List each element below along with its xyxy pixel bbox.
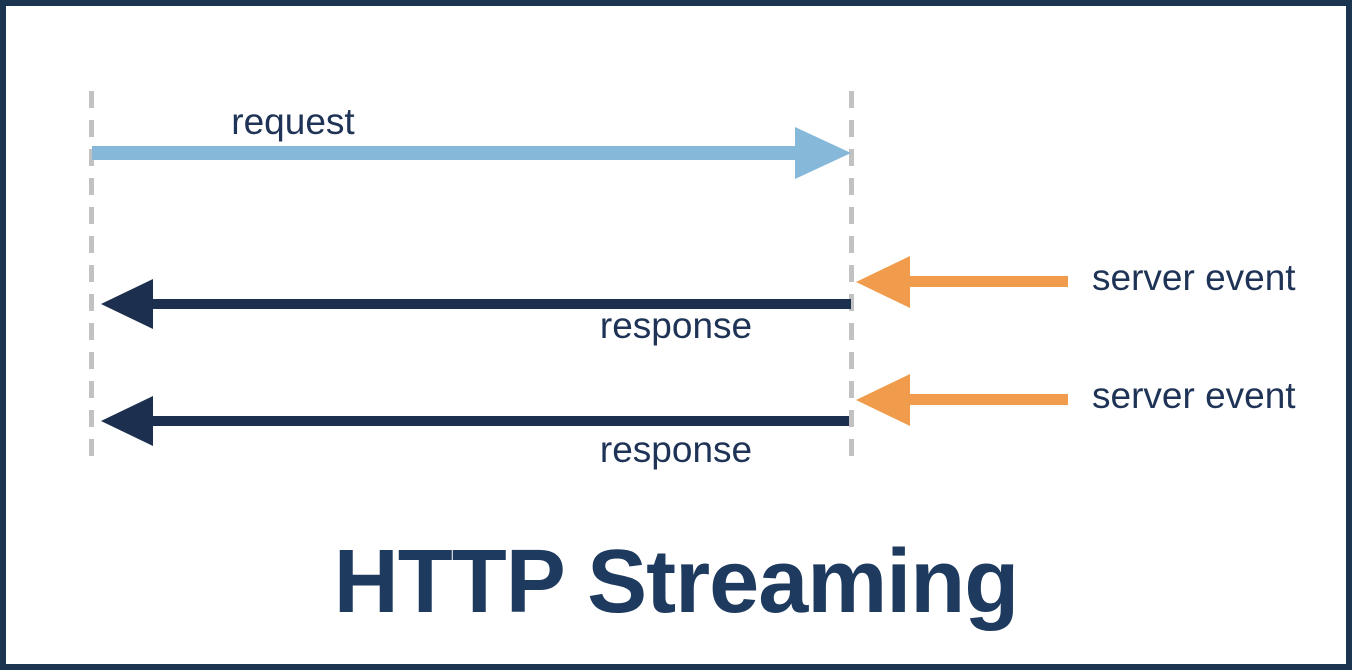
request-label: request	[231, 101, 355, 142]
server-event-label-1: server event	[1092, 257, 1296, 298]
server-event-arrow-shaft	[904, 394, 1068, 405]
server-lifeline	[849, 91, 854, 458]
request-arrow-shaft	[92, 146, 798, 160]
diagram-title: HTTP Streaming	[333, 532, 1019, 632]
response-label-2: response	[599, 429, 753, 470]
client-lifeline	[89, 91, 94, 463]
response-arrow-shaft	[146, 416, 849, 426]
response-arrowhead-icon	[101, 279, 153, 329]
response-label-1: response	[599, 305, 753, 346]
server-event-arrow-shaft	[904, 276, 1068, 287]
response-arrowhead-icon	[101, 396, 153, 446]
server-event-label-2: server event	[1092, 375, 1296, 416]
server-event-arrowhead-icon	[856, 374, 910, 426]
request-arrowhead-icon	[795, 127, 851, 179]
server-event-arrowhead-icon	[856, 256, 910, 308]
response-arrow-shaft	[146, 299, 851, 309]
